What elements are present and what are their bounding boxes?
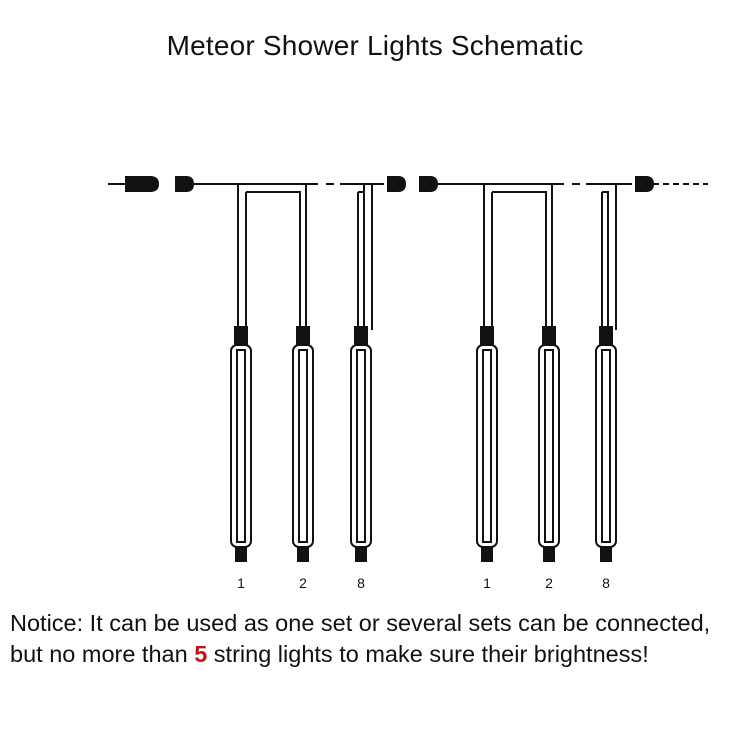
set2-tube-2-label: 2 [545,575,553,591]
female-socket-set1 [175,176,195,192]
set2-wire-8 [586,183,617,330]
end-plug-set1 [387,176,407,192]
notice-before: Notice: It can be used as one set or sev… [10,610,711,667]
end-plug-set2 [635,176,655,192]
set1-tube-2 [292,326,314,562]
set2-wire-1 [483,183,553,330]
schematic-diagram: 1 2 8 1 2 8 [108,176,708,591]
notice-number: 5 [194,641,208,667]
set1-wire-1 [237,183,307,330]
set1-tube-8-label: 8 [357,575,365,591]
set1-tube-1-label: 1 [237,575,245,591]
set1-tube-1 [230,326,252,562]
set2-tube-1 [476,326,498,562]
male-plug-set1 [125,176,160,192]
set2-tube-8-label: 8 [602,575,610,591]
set2-tube-8 [595,326,617,562]
diagram-title: Meteor Shower Lights Schematic [166,30,584,61]
notice-text: Notice: It can be used as one set or sev… [10,608,745,670]
set2-tube-2 [538,326,560,562]
notice-after: string lights to make sure their brightn… [207,641,649,667]
tubes [230,326,617,562]
set1-tube-2-label: 2 [299,575,307,591]
female-socket-set2 [419,176,439,192]
set2-tube-1-label: 1 [483,575,491,591]
set1-wire-8 [340,183,373,330]
set1-tube-8 [350,326,372,562]
